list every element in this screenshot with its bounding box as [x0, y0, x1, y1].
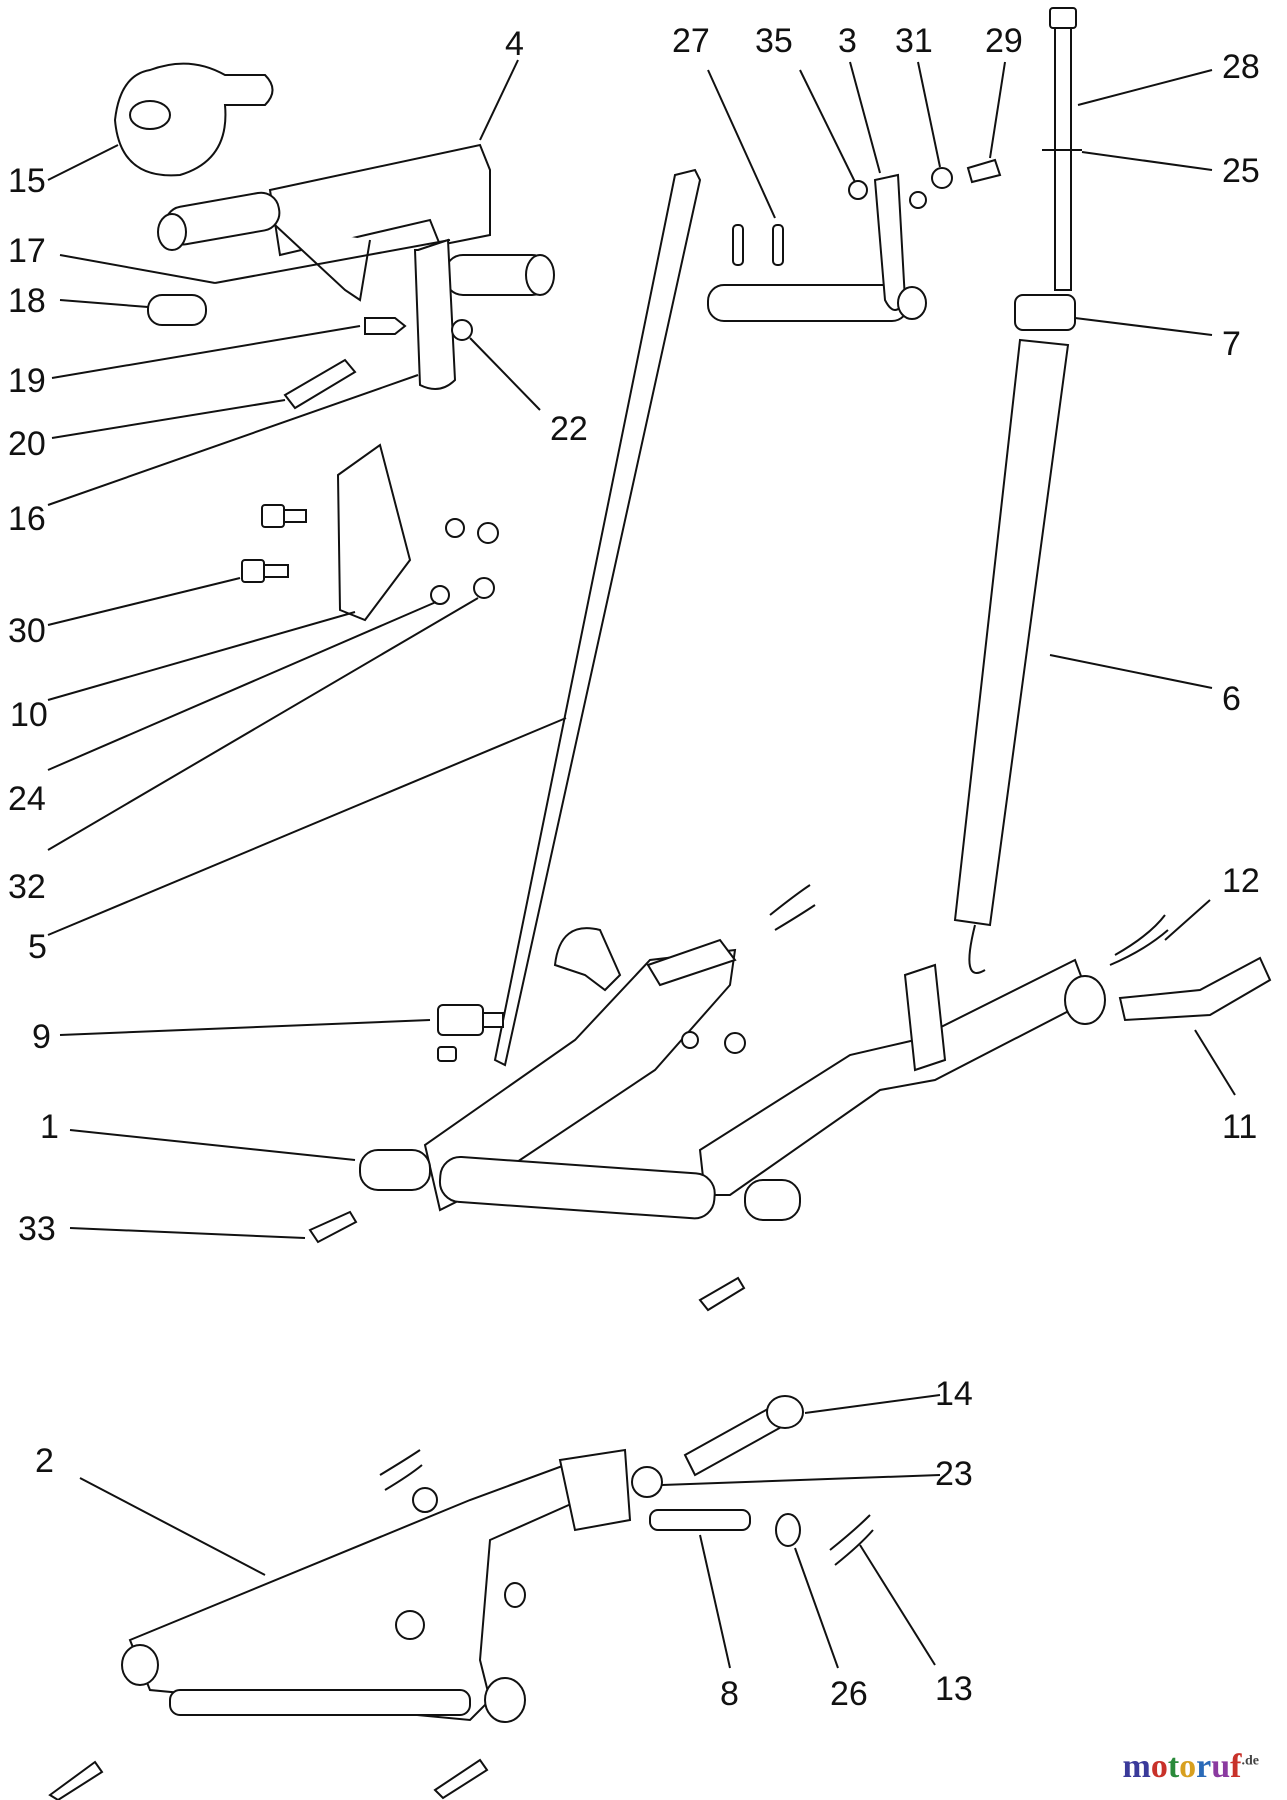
part-rear-lift-arm: [121, 1448, 632, 1723]
callout-28: 28: [1222, 48, 1260, 86]
part-nut-front: [724, 1032, 746, 1054]
part-small-rod: [214, 239, 451, 284]
callout-1: 1: [40, 1108, 59, 1146]
part-washer-26: [775, 1513, 801, 1547]
part-hairpin-front: [769, 884, 816, 931]
part-swivel: [437, 1004, 504, 1062]
part-cotter-pin-rear-2: [433, 1758, 489, 1800]
part-grip-knob: [113, 62, 274, 177]
part-lift-rod: [493, 168, 702, 1067]
part-washer-35: [848, 180, 868, 200]
part-hairpin-13: [829, 1514, 874, 1566]
part-bent-pin: [1118, 956, 1272, 1022]
part-hairpin-12: [1109, 914, 1169, 966]
callout-25: 25: [1222, 152, 1260, 190]
watermark-name: motoruf: [1123, 1748, 1242, 1785]
part-pins-27: [732, 224, 784, 266]
callout-13: 13: [935, 1670, 973, 1708]
part-cotter-pin-33: [308, 1210, 358, 1244]
part-nut-23: [631, 1466, 663, 1498]
part-bolt-29: [966, 158, 1002, 184]
callout-4: 4: [505, 25, 524, 63]
callout-35: 35: [755, 22, 793, 60]
callout-19: 19: [8, 362, 46, 400]
watermark-letter: t: [1167, 1748, 1180, 1785]
callout-12: 12: [1222, 862, 1260, 900]
watermark-letter: o: [1179, 1748, 1197, 1785]
part-lift-arm-assembly: [359, 927, 1106, 1221]
watermark-suffix: .de: [1241, 1753, 1260, 1769]
callout-27: 27: [672, 22, 710, 60]
part-nut-22: [451, 319, 473, 341]
callout-26: 26: [830, 1675, 868, 1713]
callout-33: 33: [18, 1210, 56, 1248]
callout-22: 22: [550, 410, 588, 448]
callout-8: 8: [720, 1675, 739, 1713]
watermark-letter: u: [1211, 1748, 1231, 1785]
callout-labels: 1 2 3 4 5 6 7 8 9 10 11 12 13 14 15 16 1…: [8, 22, 1260, 1713]
callout-18: 18: [8, 282, 46, 320]
callout-32: 32: [8, 868, 46, 906]
watermark-letter: r: [1196, 1748, 1212, 1785]
part-handle-bracket: [157, 143, 555, 302]
watermark-letter: f: [1230, 1748, 1242, 1785]
callout-20: 20: [8, 425, 46, 463]
callout-6: 6: [1222, 680, 1241, 718]
watermark-logo: motoruf.de: [1123, 1748, 1260, 1786]
part-release-lever: [413, 238, 457, 390]
part-pin-8: [649, 1509, 751, 1531]
part-cotter-pin: [698, 1276, 746, 1312]
callout-11: 11: [1222, 1108, 1257, 1146]
callout-3: 3: [838, 22, 857, 60]
part-crank: [707, 173, 927, 322]
callout-24: 24: [8, 780, 46, 818]
callout-7: 7: [1222, 325, 1241, 363]
leader-lines: [47, 59, 1236, 1669]
callout-2: 2: [35, 1442, 54, 1480]
callout-23: 23: [935, 1455, 973, 1493]
callout-17: 17: [8, 232, 46, 270]
part-spring-cap: [1014, 294, 1076, 331]
callout-5: 5: [28, 928, 47, 966]
part-main-spring: [953, 338, 1070, 974]
part-nut-31: [931, 167, 953, 189]
part-washers-nuts: [430, 518, 499, 605]
callout-14: 14: [935, 1375, 973, 1413]
part-cap: [147, 294, 207, 326]
watermark-letter: o: [1150, 1748, 1168, 1785]
callout-29: 29: [985, 22, 1023, 60]
part-notched-plate: [336, 443, 412, 622]
part-bolts-30: [241, 504, 307, 583]
callout-10: 10: [10, 696, 48, 734]
callout-15: 15: [8, 162, 46, 200]
callout-16: 16: [8, 500, 46, 538]
callout-9: 9: [32, 1018, 51, 1056]
callout-31: 31: [895, 22, 933, 60]
part-washer: [909, 191, 927, 209]
callout-30: 30: [8, 612, 46, 650]
watermark-letter: m: [1122, 1748, 1151, 1785]
part-eye-bolt: [1049, 7, 1077, 291]
part-small-spring: [283, 358, 357, 410]
part-cotter-pin-rear: [48, 1760, 104, 1800]
part-clevis-pin: [683, 1395, 804, 1477]
part-washer-front: [681, 1031, 699, 1049]
part-detent-pin: [364, 317, 407, 335]
